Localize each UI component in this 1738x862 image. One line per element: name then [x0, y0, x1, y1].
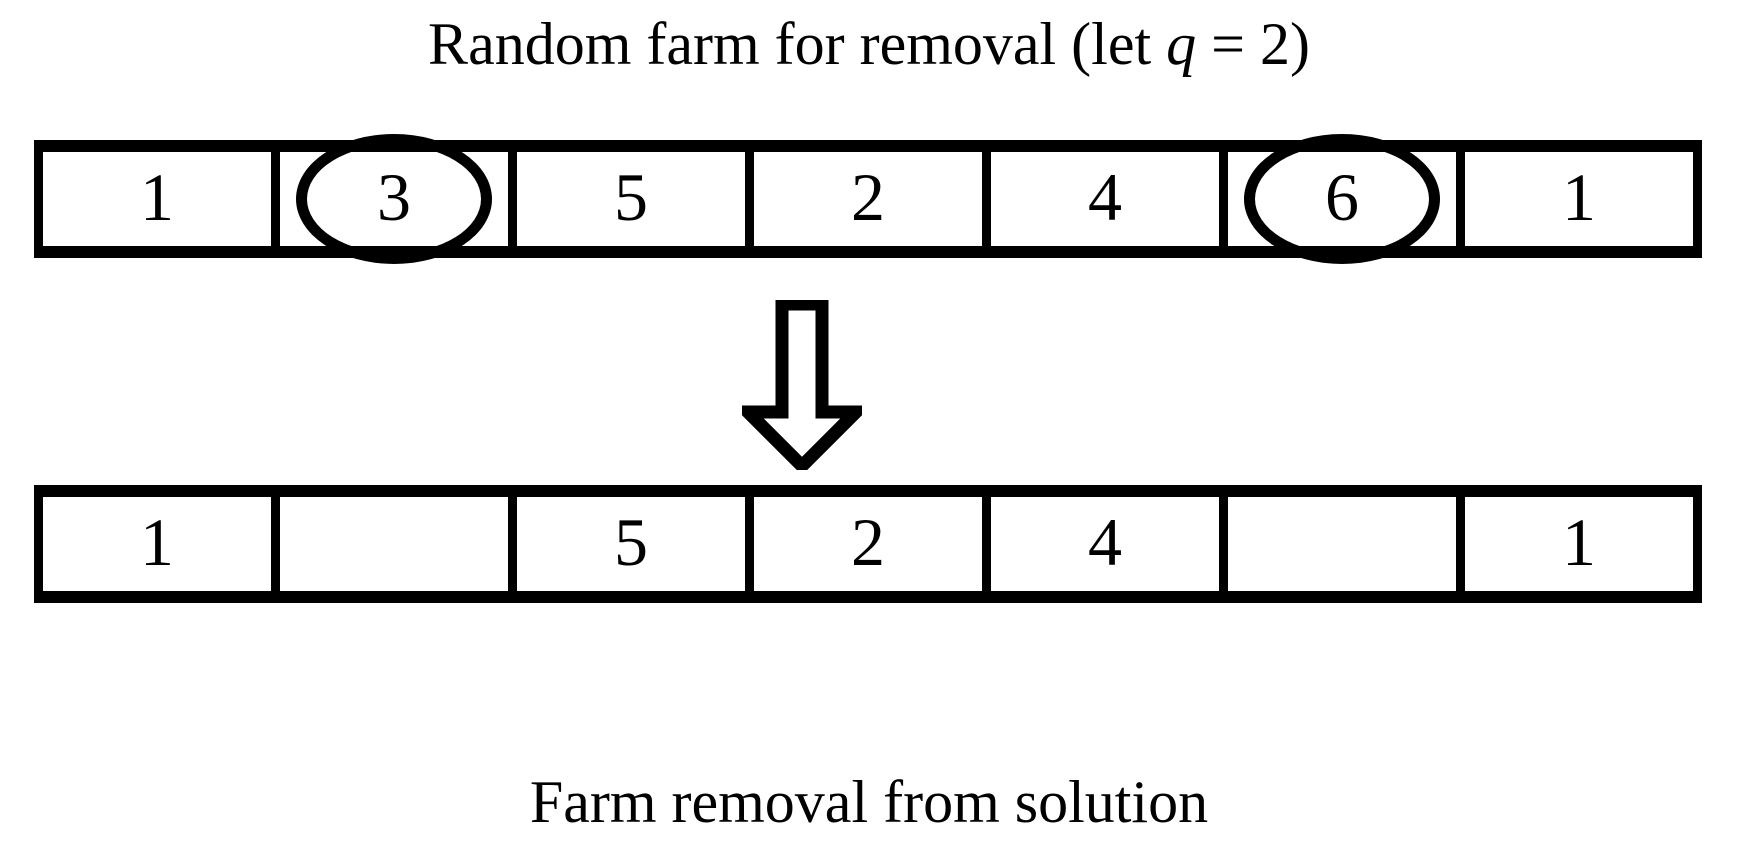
solution-cell[interactable]: 5: [517, 152, 754, 246]
title-prefix: Random farm for removal (let: [428, 11, 1167, 77]
cell-value: 6: [1325, 159, 1359, 235]
cell-value: 1: [140, 504, 174, 580]
solution-cell-selected[interactable]: 3: [280, 134, 517, 264]
cell-value: 2: [851, 504, 885, 580]
solution-cell[interactable]: 5: [517, 497, 754, 591]
cell-value: 4: [1088, 504, 1122, 580]
page-title: Random farm for removal (let q = 2): [0, 14, 1738, 74]
cell-value: 3: [377, 159, 411, 235]
solution-cell[interactable]: 1: [43, 152, 280, 246]
title-variable-q: q: [1166, 11, 1197, 77]
solution-cell[interactable]: 2: [754, 497, 991, 591]
cell-value: 1: [1562, 504, 1596, 580]
figure-caption: Farm removal from solution: [529, 769, 1209, 835]
solution-cell[interactable]: 4: [991, 152, 1228, 246]
title-suffix: = 2): [1196, 11, 1310, 77]
solution-cell[interactable]: 1: [1465, 152, 1693, 246]
cell-value: 1: [140, 159, 174, 235]
initial-solution-row: 1 3 5 2 4 6 1: [34, 134, 1702, 264]
after-removal-row: 1 5 2 4 1: [34, 485, 1702, 603]
solution-cell-selected[interactable]: 6: [1228, 134, 1465, 264]
cell-value: 1: [1562, 159, 1596, 235]
solution-cell[interactable]: 4: [991, 497, 1228, 591]
solution-cell-empty[interactable]: [280, 497, 517, 591]
solution-cell[interactable]: 1: [1465, 497, 1693, 591]
cell-value: 4: [1088, 159, 1122, 235]
solution-cell[interactable]: 2: [754, 152, 991, 246]
solution-cell-empty[interactable]: [1228, 497, 1465, 591]
cell-value: 2: [851, 159, 885, 235]
cell-value: 5: [614, 504, 648, 580]
cell-value: 5: [614, 159, 648, 235]
solution-cell[interactable]: 1: [43, 497, 280, 591]
down-block-arrow-icon: [742, 300, 862, 470]
